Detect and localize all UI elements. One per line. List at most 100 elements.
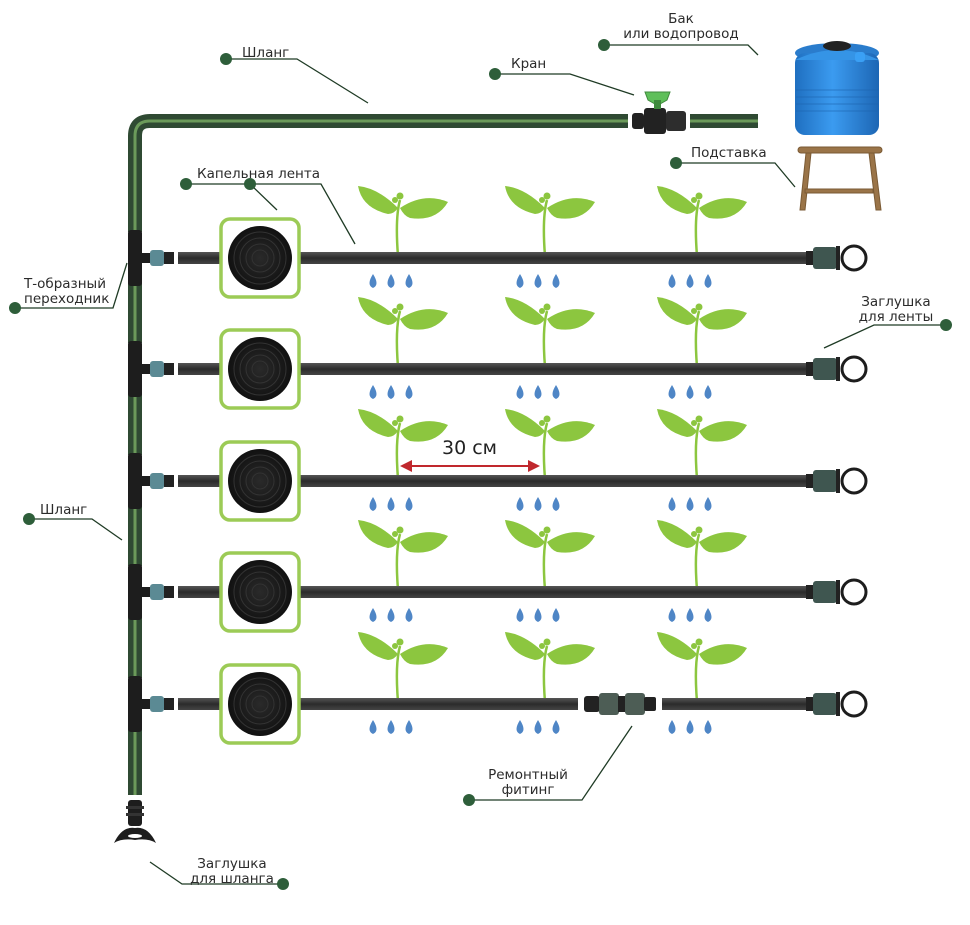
hose-end-plug bbox=[114, 800, 156, 843]
water-tank bbox=[795, 41, 879, 135]
water-drop bbox=[405, 497, 413, 511]
leader-tee bbox=[9, 262, 128, 314]
water-drop bbox=[686, 385, 694, 399]
water-drop bbox=[552, 274, 560, 288]
label-tape-plug-line2: для ленты bbox=[858, 309, 934, 325]
spacing-arrow bbox=[400, 460, 540, 472]
drip-tape-segment bbox=[300, 363, 806, 375]
water-drop bbox=[534, 608, 542, 622]
leader-drip-tape-reel bbox=[244, 178, 278, 211]
water-drop bbox=[516, 608, 524, 622]
tape-end-plug bbox=[806, 578, 868, 606]
water-drop bbox=[704, 720, 712, 734]
water-drop bbox=[387, 608, 395, 622]
tee-fitting bbox=[128, 676, 174, 732]
drip-tape-segment bbox=[178, 363, 222, 375]
drip-tape-segment bbox=[300, 698, 578, 710]
label-stand: Подставка bbox=[691, 145, 767, 161]
tape-reel bbox=[219, 663, 301, 745]
tank-stand bbox=[797, 146, 883, 211]
plant-icon bbox=[505, 186, 595, 257]
water-drop bbox=[552, 497, 560, 511]
repair-fitting bbox=[584, 693, 656, 715]
label-tank-line2: или водопровод bbox=[623, 26, 739, 42]
water-drop bbox=[668, 497, 676, 511]
leader-stand bbox=[670, 157, 796, 188]
label-tee-line2: переходник bbox=[24, 291, 110, 307]
drip-tape-segment bbox=[300, 475, 806, 487]
tape-end-plug bbox=[806, 244, 868, 272]
water-drop bbox=[387, 385, 395, 399]
drip-row bbox=[128, 186, 868, 299]
water-drop bbox=[552, 608, 560, 622]
label-drip-tape: Капельная лента bbox=[197, 166, 320, 182]
water-drop bbox=[405, 720, 413, 734]
drip-tape-segment bbox=[178, 586, 222, 598]
leader-hose-plug bbox=[149, 861, 289, 890]
plant-icon bbox=[657, 632, 747, 703]
leader-valve bbox=[489, 68, 635, 96]
water-drop bbox=[686, 497, 694, 511]
water-drop bbox=[686, 274, 694, 288]
label-tank-line1: Бак bbox=[668, 11, 694, 27]
plant-icon bbox=[505, 297, 595, 368]
leader-hose-left bbox=[23, 513, 123, 541]
water-drop bbox=[668, 274, 676, 288]
label-repair-line2: фитинг bbox=[501, 782, 555, 798]
tape-reel bbox=[219, 440, 301, 522]
plant-icon bbox=[358, 520, 448, 591]
water-drop bbox=[369, 720, 377, 734]
water-drop bbox=[405, 608, 413, 622]
plant-icon bbox=[505, 409, 595, 480]
tape-reel bbox=[219, 551, 301, 633]
plant-icon bbox=[657, 297, 747, 368]
water-drop bbox=[534, 497, 542, 511]
drip-row bbox=[128, 632, 868, 745]
label-hose-left: Шланг bbox=[40, 502, 88, 518]
water-drop bbox=[516, 274, 524, 288]
water-drop bbox=[369, 274, 377, 288]
label-hose-plug-line2: для шланга bbox=[190, 871, 274, 887]
tape-reel bbox=[219, 328, 301, 410]
label-tee-line1: Т-образный bbox=[24, 276, 106, 292]
water-drop bbox=[516, 497, 524, 511]
water-drop bbox=[668, 720, 676, 734]
water-drop bbox=[686, 608, 694, 622]
water-drop bbox=[516, 385, 524, 399]
tee-fitting bbox=[128, 230, 174, 286]
water-drop bbox=[369, 385, 377, 399]
leader-repair-fitting bbox=[463, 725, 633, 806]
drip-row bbox=[128, 520, 868, 633]
drip-tape-segment bbox=[300, 252, 806, 264]
tape-end-plug bbox=[806, 355, 868, 383]
drip-tape-segment bbox=[300, 586, 806, 598]
plant-icon bbox=[505, 632, 595, 703]
drip-tape-segment bbox=[178, 698, 222, 710]
plant-icon bbox=[505, 520, 595, 591]
tee-fitting bbox=[128, 341, 174, 397]
plant-icon bbox=[358, 186, 448, 257]
water-drop bbox=[387, 497, 395, 511]
drip-row bbox=[128, 409, 868, 522]
plant-icon bbox=[657, 409, 747, 480]
leader-drip-tape bbox=[180, 178, 356, 245]
plant-icon bbox=[657, 520, 747, 591]
water-drop bbox=[387, 274, 395, 288]
water-drop bbox=[552, 385, 560, 399]
water-drop bbox=[552, 720, 560, 734]
spacing-label: 30 см bbox=[442, 437, 497, 459]
water-drop bbox=[405, 274, 413, 288]
water-drop bbox=[369, 608, 377, 622]
water-drop bbox=[704, 608, 712, 622]
drip-tape-segment bbox=[662, 698, 806, 710]
water-drop bbox=[704, 274, 712, 288]
leader-hose-top bbox=[220, 53, 369, 104]
water-drop bbox=[534, 720, 542, 734]
label-repair-line1: Ремонтный bbox=[488, 767, 568, 783]
tape-end-plug bbox=[806, 467, 868, 495]
leader-tape-plug bbox=[823, 319, 952, 349]
leader-tank bbox=[598, 39, 759, 56]
label-tape-plug-line1: Заглушка bbox=[861, 294, 931, 310]
water-drop bbox=[405, 385, 413, 399]
